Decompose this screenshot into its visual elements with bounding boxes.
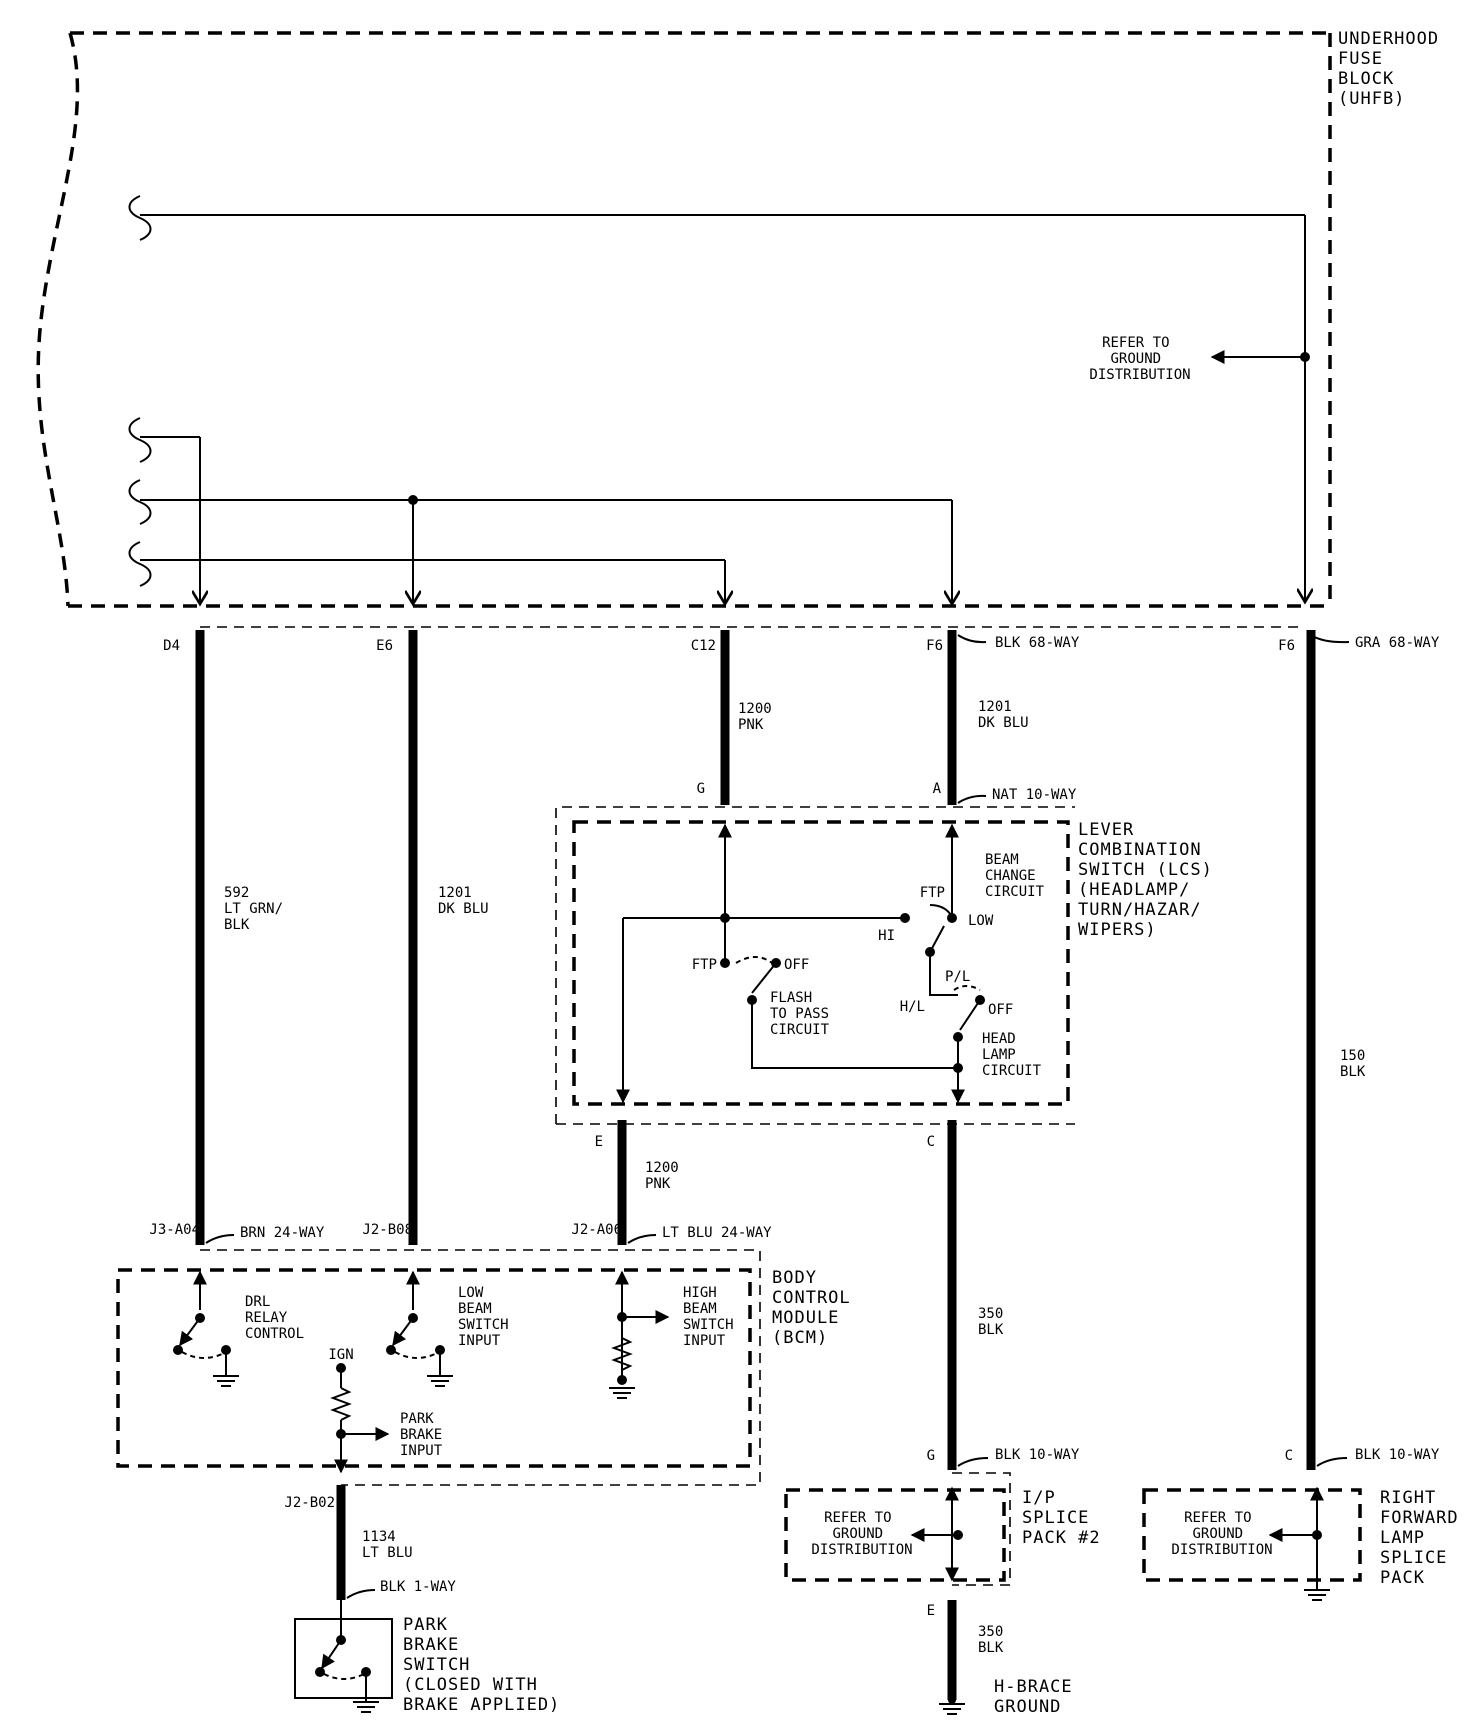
connector-gra-68-way: GRA 68-WAY bbox=[1355, 635, 1440, 651]
connector-blk-10-way-ip: BLK 10-WAY bbox=[995, 1447, 1080, 1463]
park-brake-switch bbox=[294, 1600, 393, 1713]
terminal-e-bottom: E bbox=[927, 1603, 935, 1619]
lcs-label: LEVER COMBINATION SWITCH (LCS) (HEADLAMP… bbox=[1078, 820, 1224, 940]
terminal-e6: E6 bbox=[376, 638, 393, 654]
terminal-f6-gra: F6 bbox=[1278, 638, 1295, 654]
rflsp-ground-ref[interactable]: REFER TO GROUND DISTRIBUTION bbox=[1171, 1510, 1272, 1558]
lcs-ftp-label: FTP bbox=[920, 885, 945, 901]
terminal-j2-b08: J2-B08 bbox=[362, 1222, 413, 1238]
lcs-pl-label: P/L bbox=[945, 969, 970, 985]
heavy-wires bbox=[195, 630, 1316, 1700]
ign-label: IGN bbox=[328, 1347, 353, 1363]
head-lamp-circuit-label: HEAD LAMP CIRCUIT bbox=[982, 1031, 1042, 1079]
ip-splice-label: I/P SPLICE PACK #2 bbox=[1022, 1488, 1101, 1548]
low-beam-switch-input-label: LOW BEAM SWITCH INPUT bbox=[458, 1285, 517, 1349]
h-brace-ground-symbol bbox=[939, 1696, 965, 1715]
wire-592-ltgrn-blk: 592 LT GRN/ BLK bbox=[224, 885, 291, 933]
terminal-c-bottom: C bbox=[1285, 1448, 1293, 1464]
terminal-d4: D4 bbox=[163, 638, 180, 654]
drl-relay-control-label: DRL RELAY CONTROL bbox=[245, 1294, 304, 1342]
park-brake-input-label: PARK BRAKE INPUT bbox=[400, 1411, 451, 1459]
h-brace-ground-label: H-BRACE GROUND bbox=[994, 1677, 1084, 1717]
lcs-low-label: LOW bbox=[968, 913, 994, 929]
lcs-internal-circuit bbox=[616, 823, 985, 1104]
terminal-c-lcs: C bbox=[927, 1134, 935, 1150]
terminal-g-bottom: G bbox=[927, 1448, 935, 1464]
uhfb-internal-wiring bbox=[128, 195, 1311, 604]
terminal-j2-b02: J2-B02 bbox=[284, 1495, 335, 1511]
connector-blk-10-way-rflsp: BLK 10-WAY bbox=[1355, 1447, 1440, 1463]
uhfb-label: UNDERHOOD FUSE BLOCK (UHFB) bbox=[1338, 29, 1450, 109]
wire-150-blk: 150 BLK bbox=[1340, 1048, 1374, 1080]
ip-splice-ground-ref[interactable]: REFER TO GROUND DISTRIBUTION bbox=[811, 1510, 912, 1558]
bcm-outlines bbox=[116, 1249, 761, 1486]
lcs-hi-label: HI bbox=[878, 928, 895, 944]
beam-change-circuit-label: BEAM CHANGE CIRCUIT bbox=[985, 852, 1045, 900]
bcm-label: BODY CONTROL MODULE (BCM) bbox=[772, 1268, 862, 1348]
terminal-j3-a04: J3-A04 bbox=[149, 1222, 200, 1238]
uhfb-ground-ref[interactable]: REFER TO GROUND DISTRIBUTION bbox=[1089, 335, 1190, 383]
high-beam-switch-input-label: HIGH BEAM SWITCH INPUT bbox=[683, 1285, 742, 1349]
lcs-hl-label: H/L bbox=[900, 999, 925, 1015]
lcs-off-label: OFF bbox=[784, 957, 809, 973]
connector-blk-68-way: BLK 68-WAY bbox=[995, 635, 1080, 651]
terminal-j2-a06: J2-A06 bbox=[571, 1222, 622, 1238]
connector-nat-10-way: NAT 10-WAY bbox=[992, 787, 1077, 803]
terminal-f6-blk: F6 bbox=[926, 638, 943, 654]
rflsp-pack bbox=[1142, 1486, 1362, 1601]
terminal-e-lcs: E bbox=[595, 1134, 603, 1150]
wire-1134-ltblu: 1134 LT BLU bbox=[362, 1529, 413, 1561]
rflsp-label: RIGHT FORWARD LAMP SPLICE PACK bbox=[1380, 1488, 1470, 1588]
wire-1200-pnk-top: 1200 PNK bbox=[738, 701, 780, 733]
wire-350-blk-bot: 350 BLK bbox=[978, 1624, 1012, 1656]
terminal-a-lcs: A bbox=[933, 781, 942, 797]
wire-1201-dkblu-top: 1201 DK BLU bbox=[978, 699, 1029, 731]
lcs-ftp2-label: FTP bbox=[692, 957, 717, 973]
lcs-outlines bbox=[555, 806, 1075, 1125]
connector-ltblu-24-way: LT BLU 24-WAY bbox=[662, 1225, 772, 1241]
wire-350-blk-mid: 350 BLK bbox=[978, 1306, 1012, 1338]
ip-splice-pack bbox=[784, 1472, 1011, 1586]
park-brake-switch-label: PARK BRAKE SWITCH (CLOSED WITH BRAKE APP… bbox=[403, 1615, 560, 1715]
flash-to-pass-label: FLASH TO PASS CIRCUIT bbox=[770, 990, 837, 1038]
wire-1200-pnk-mid: 1200 PNK bbox=[645, 1160, 687, 1192]
terminal-c12: C12 bbox=[691, 638, 716, 654]
connector-blk-1-way: BLK 1-WAY bbox=[380, 1579, 456, 1595]
bcm-internal-circuit bbox=[173, 1270, 670, 1474]
lcs-off2-label: OFF bbox=[988, 1002, 1013, 1018]
connector-brn-24-way: BRN 24-WAY bbox=[240, 1225, 325, 1241]
terminal-g-lcs: G bbox=[697, 781, 705, 797]
wire-1201-dkblu-mid: 1201 DK BLU bbox=[438, 885, 489, 917]
uhfb-outline bbox=[36, 31, 1332, 608]
